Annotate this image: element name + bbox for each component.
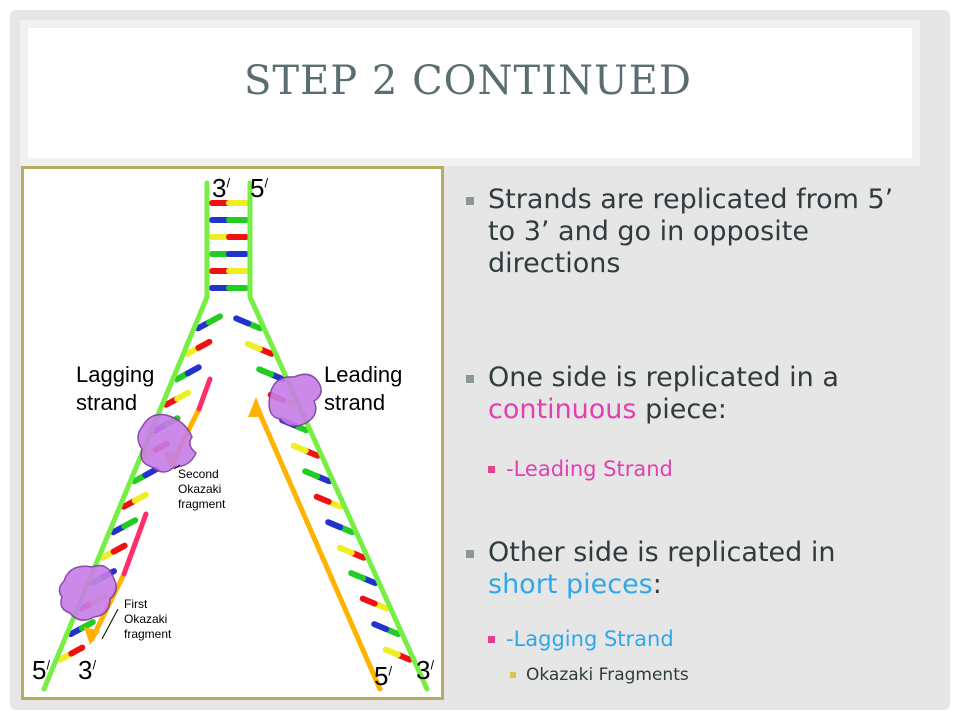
sub-bullet-marker-icon xyxy=(488,466,495,473)
base-pair-half xyxy=(325,519,344,531)
base-pair-half xyxy=(382,646,401,658)
enzymes xyxy=(58,373,322,621)
enzyme-leading-icon xyxy=(268,373,322,427)
bullet-item: Other side is replicated in short pieces… xyxy=(466,537,906,601)
lagging-arrow-icon-1 xyxy=(84,627,100,645)
base-pair-half xyxy=(68,644,86,657)
base-pair-half xyxy=(313,493,332,505)
base-pair-half xyxy=(359,595,378,607)
base-pair-half xyxy=(174,389,192,402)
bottom-left-5-label: 5/ xyxy=(32,655,51,685)
sub-bullet-item: -Leading Strand xyxy=(488,456,673,482)
base-pair-half xyxy=(256,366,275,378)
pointer-lines xyxy=(101,464,181,640)
bullet-item: One side is replicated in a continuous p… xyxy=(466,362,906,426)
right-outer-backbone xyxy=(247,180,430,692)
base-pair-half xyxy=(121,517,139,530)
replication-fork-diagram xyxy=(41,180,430,692)
base-pair-half xyxy=(348,570,367,582)
base-pair-half xyxy=(302,468,321,480)
enzyme-lagging-upper-icon xyxy=(137,413,197,473)
base-pair-half xyxy=(336,544,355,556)
base-pair-half xyxy=(244,340,263,352)
top-right-end-label: 5/ xyxy=(250,173,269,203)
title-box xyxy=(20,20,920,166)
bullet-marker-icon xyxy=(466,550,474,558)
lagging-primer-1 xyxy=(121,511,149,577)
base-pair-half xyxy=(371,621,390,633)
top-left-end-label: 3/ xyxy=(212,173,231,203)
base-pair-half xyxy=(142,466,160,479)
bottom-right-5-label: 5/ xyxy=(374,661,393,691)
sub-sub-bullet-marker-icon xyxy=(510,672,516,678)
first-fragment-pointer xyxy=(101,608,119,640)
slide-title: STEP 2 CONTINUED xyxy=(244,58,692,104)
base-pair-half xyxy=(78,619,96,632)
leading-new-strand xyxy=(253,402,383,692)
left-outer-backbone xyxy=(41,180,210,692)
sub-sub-bullet-item: Okazaki Fragments xyxy=(510,664,689,686)
base-pair-half xyxy=(233,315,252,327)
sub-bullet-marker-icon xyxy=(488,636,495,643)
second-fragment-pointer xyxy=(173,464,181,470)
enzyme-lagging-lower-icon xyxy=(58,564,117,621)
lagging-primer-2 xyxy=(196,376,213,412)
base-pair-half xyxy=(110,542,128,555)
bullet-marker-icon xyxy=(466,375,474,383)
new-strands xyxy=(89,376,383,692)
bottom-right-3-label: 3/ xyxy=(416,655,435,685)
bullet-marker-icon xyxy=(466,197,474,205)
base-pair-half xyxy=(195,338,213,351)
bullet-item: Strands are replicated from 5’ to 3’ and… xyxy=(466,184,906,280)
leading-arrow-icon xyxy=(248,397,264,417)
base-pair-half xyxy=(184,364,202,377)
base-pairs xyxy=(57,200,413,663)
base-pair-half xyxy=(131,491,149,504)
bottom-left-3-label: 3/ xyxy=(78,655,97,685)
sub-bullet-item: -Lagging Strand xyxy=(488,626,674,652)
base-pair-half xyxy=(205,313,223,326)
base-pair-half xyxy=(290,442,309,454)
parent-strands xyxy=(41,180,430,692)
